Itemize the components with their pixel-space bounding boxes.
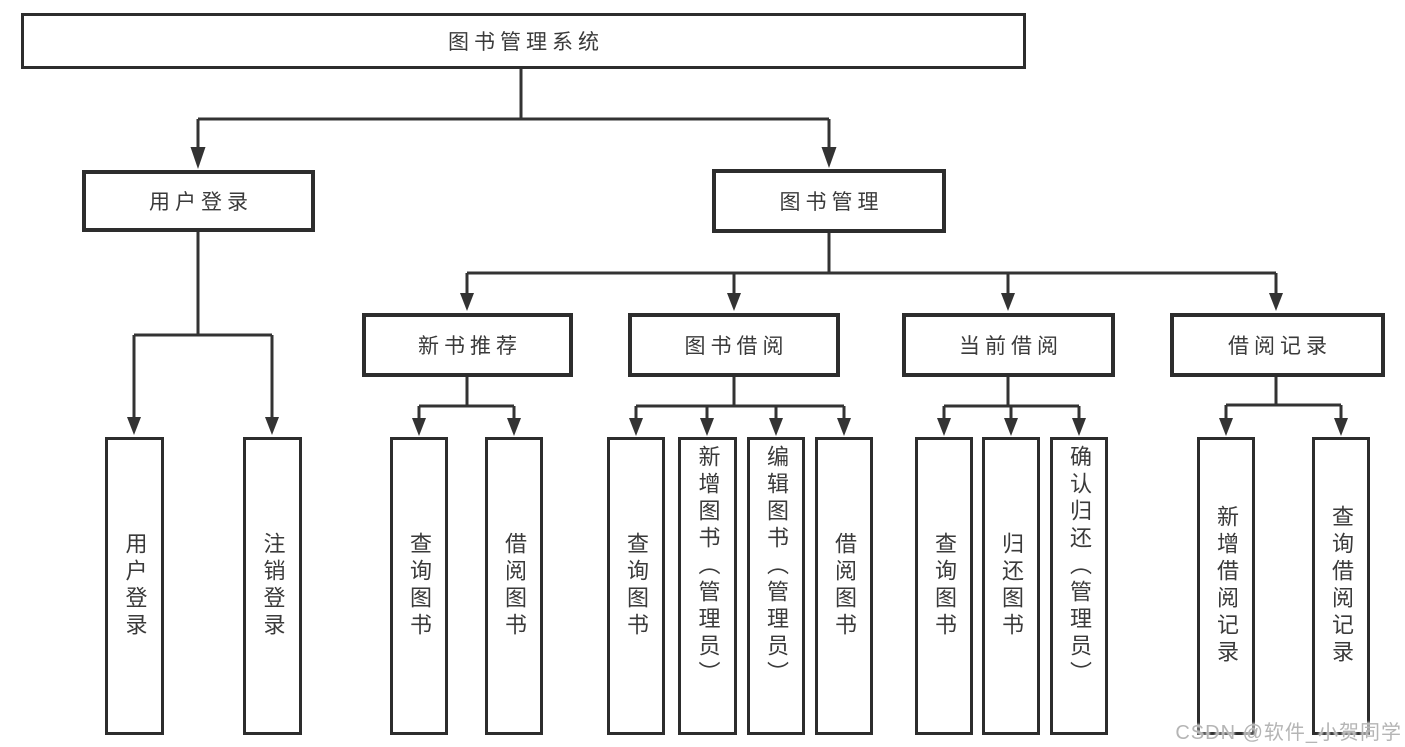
node-current-borrowing: 当前借阅 (902, 313, 1115, 377)
node-book-management: 图书管理 (712, 169, 946, 233)
leaf-return-books: 归还图书 (982, 437, 1040, 735)
connector-book-borrow-to-leaves (629, 377, 851, 436)
csdn-watermark: CSDN @软件_小贺同学 (1175, 722, 1402, 744)
node-library-management-system: 图书管理系统 (21, 13, 1026, 69)
connector-new-book-to-leaves (412, 377, 521, 436)
leaf-user-login: 用户登录 (105, 437, 164, 735)
connector-user-login-to-leaves (127, 232, 279, 435)
leaf-add-borrowing-record: 新增借阅记录 (1197, 437, 1255, 735)
node-book-borrowing: 图书借阅 (628, 313, 840, 377)
connector-root-to-level2 (190, 69, 837, 169)
connector-book-mgmt-to-level3 (460, 233, 1283, 311)
leaf-add-books-admin: 新增图书（管理员） (678, 437, 737, 735)
leaf-query-books-current: 查询图书 (915, 437, 973, 735)
leaf-borrow-books-borrowing: 借阅图书 (815, 437, 873, 735)
node-borrowing-records: 借阅记录 (1170, 313, 1385, 377)
leaf-logout: 注销登录 (243, 437, 302, 735)
node-user-login: 用户登录 (82, 170, 315, 232)
node-new-book-recommendation: 新书推荐 (362, 313, 573, 377)
leaf-query-borrowing-record: 查询借阅记录 (1312, 437, 1370, 735)
leaf-query-books-recommend: 查询图书 (390, 437, 448, 735)
leaf-confirm-return-admin: 确认归还（管理员） (1050, 437, 1108, 735)
connector-current-borrow-to-leaves (937, 377, 1086, 436)
leaf-edit-books-admin: 编辑图书（管理员） (747, 437, 805, 735)
leaf-borrow-books-recommend: 借阅图书 (485, 437, 543, 735)
leaf-query-books-borrowing: 查询图书 (607, 437, 665, 735)
connector-borrow-records-to-leaves (1219, 377, 1348, 436)
